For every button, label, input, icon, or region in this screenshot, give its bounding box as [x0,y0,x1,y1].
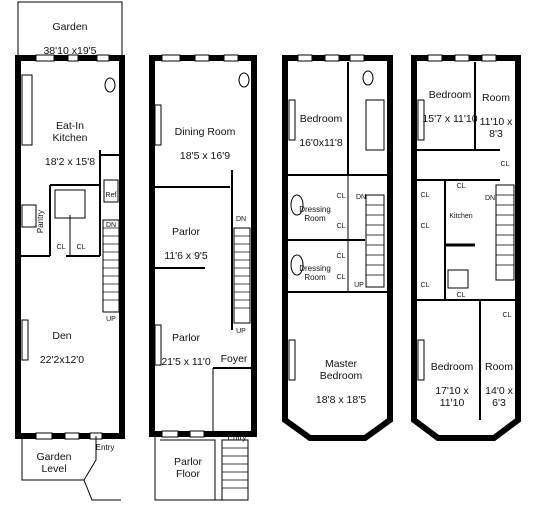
dining-size: 18'5 x 16'9 [179,150,231,162]
parlor-rear-name: Parlor [171,226,200,238]
fourth-room-2-size: 14'0 x 6'3 [485,385,513,409]
fourth-bedroom-1-size: 15'7 x 11'10 [422,113,478,125]
third-stair-down-label: DN [355,194,367,201]
den-name: Den [52,330,72,342]
refrigerator [103,179,119,203]
fourth-bedroom-2-label: Bedroom 17'10 x 11'10 [422,349,482,421]
kitchen-name: Eat-In Kitchen [52,120,88,144]
toilet [104,77,116,93]
refrigerator-label: Ref [105,192,117,199]
den-size: 22'2x12'0 [39,354,85,366]
master-bedroom-label: Master Bedroom 18'8 x 18'5 [296,346,386,418]
parlor-stair-down-label: DN [235,216,247,223]
third-closet-3: CL [336,253,346,260]
garden-level-plan [15,1,125,501]
pantry-label: Pantry [36,210,45,234]
third-stair [365,194,385,288]
garden-stair [102,219,120,313]
kitchen-counter [21,74,33,146]
fourth-closet-6: CL [456,292,466,299]
eat-in-kitchen-label: Eat-In Kitchen 18'2 x 15'8 [30,108,110,180]
fourth-closet-3: CL [420,192,430,199]
fourth-kitchen-label: Kitchen [449,213,473,220]
third-floor-plan [282,54,393,441]
parlor-stair-up-label: UP [236,328,246,335]
third-bedroom-size: 16'0x11'8 [299,137,343,149]
fourth-room-1-label: Room 11'10 x 8'3 [476,80,516,152]
fourth-bedroom-2-size: 17'10 x 11'10 [435,385,469,409]
fourth-closet-2: CL [456,183,466,190]
fourth-stair [495,184,515,281]
range [21,204,37,228]
parlor-floor-plan [149,54,257,501]
bathroom-fixtures [54,189,86,219]
den-label: Den 22'2x12'0 [24,318,100,378]
fourth-stair-down-label: DN [484,195,496,202]
parlor-front-size: 21'5 x 11'0 [161,356,211,368]
fourth-closet-5: CL [420,282,430,289]
den-fireplace [21,319,29,361]
dining-room-label: Dining Room 18'5 x 16'9 [160,114,250,174]
third-closet-4: CL [336,274,346,281]
third-closet-2: CL [336,223,346,230]
third-bedroom-label: Bedroom 16'0x11'8 [290,101,352,161]
garden-yard-size: 38'10 x19'5 [43,45,97,57]
fourth-closet-7: CL [502,312,512,319]
garden-stair-down-label: DN [105,222,117,229]
master-size: 18'8 x 18'5 [315,394,367,406]
closet-label-2: CL [76,244,86,251]
fourth-bedroom-1-label: Bedroom 15'7 x 11'10 [418,77,482,137]
parlor-stair [233,227,251,324]
fourth-tub [447,269,469,289]
fourth-room-2-name: Room [484,361,513,373]
fourth-floor-walls [411,55,521,441]
garden-stair-up-label: UP [106,316,116,323]
third-closet-1: CL [336,193,346,200]
fourth-bedroom-1-name: Bedroom [428,89,472,101]
dressing-room-1-label: Dressing Room [299,205,331,223]
garden-level-label: Garden Level [36,451,72,475]
fourth-room-2-label: Room 14'0 x 6'3 [480,349,518,421]
garden-yard-name: Garden [52,21,88,33]
fourth-bedroom-2-name: Bedroom [430,361,474,373]
parlor-front-label: Parlor 21'5 x 11'0 [156,320,216,380]
closet-label: CL [56,244,66,251]
master-fireplace [288,339,296,381]
fourth-room-1-name: Room [481,92,510,104]
parlor-rear-size: 11'6 x 9'5 [164,250,208,262]
fourth-closet-1: CL [500,161,510,168]
tub [365,99,385,151]
parlor-front-name: Parlor [171,332,200,344]
third-bedroom-name: Bedroom [299,113,343,125]
dressing-room-2-label: Dressing Room [299,264,331,282]
parlor-floor-label: Parlor Floor [173,456,202,480]
kitchen-size: 18'2 x 15'8 [44,156,96,168]
parlor-entry-label: Entry [227,433,247,442]
third-stair-up-label: UP [354,282,364,289]
master-name: Master Bedroom [319,358,363,382]
garden-yard-label: Garden 38'10 x19'5 [30,9,110,69]
parlor-fireplace [154,324,162,366]
garden-entry-label: Entry [95,443,115,452]
fourth-closet-4: CL [420,223,430,230]
parlor-rear-label: Parlor 11'6 x 9'5 [156,214,216,274]
stoop [221,439,249,501]
dining-fireplace [154,104,162,146]
foyer-label: Foyer [220,353,248,365]
dining-name: Dining Room [174,126,236,138]
third-floor-walls [282,55,393,441]
fourth-room-1-size: 11'10 x 8'3 [479,116,513,140]
fourth-floor-plan [411,54,521,441]
